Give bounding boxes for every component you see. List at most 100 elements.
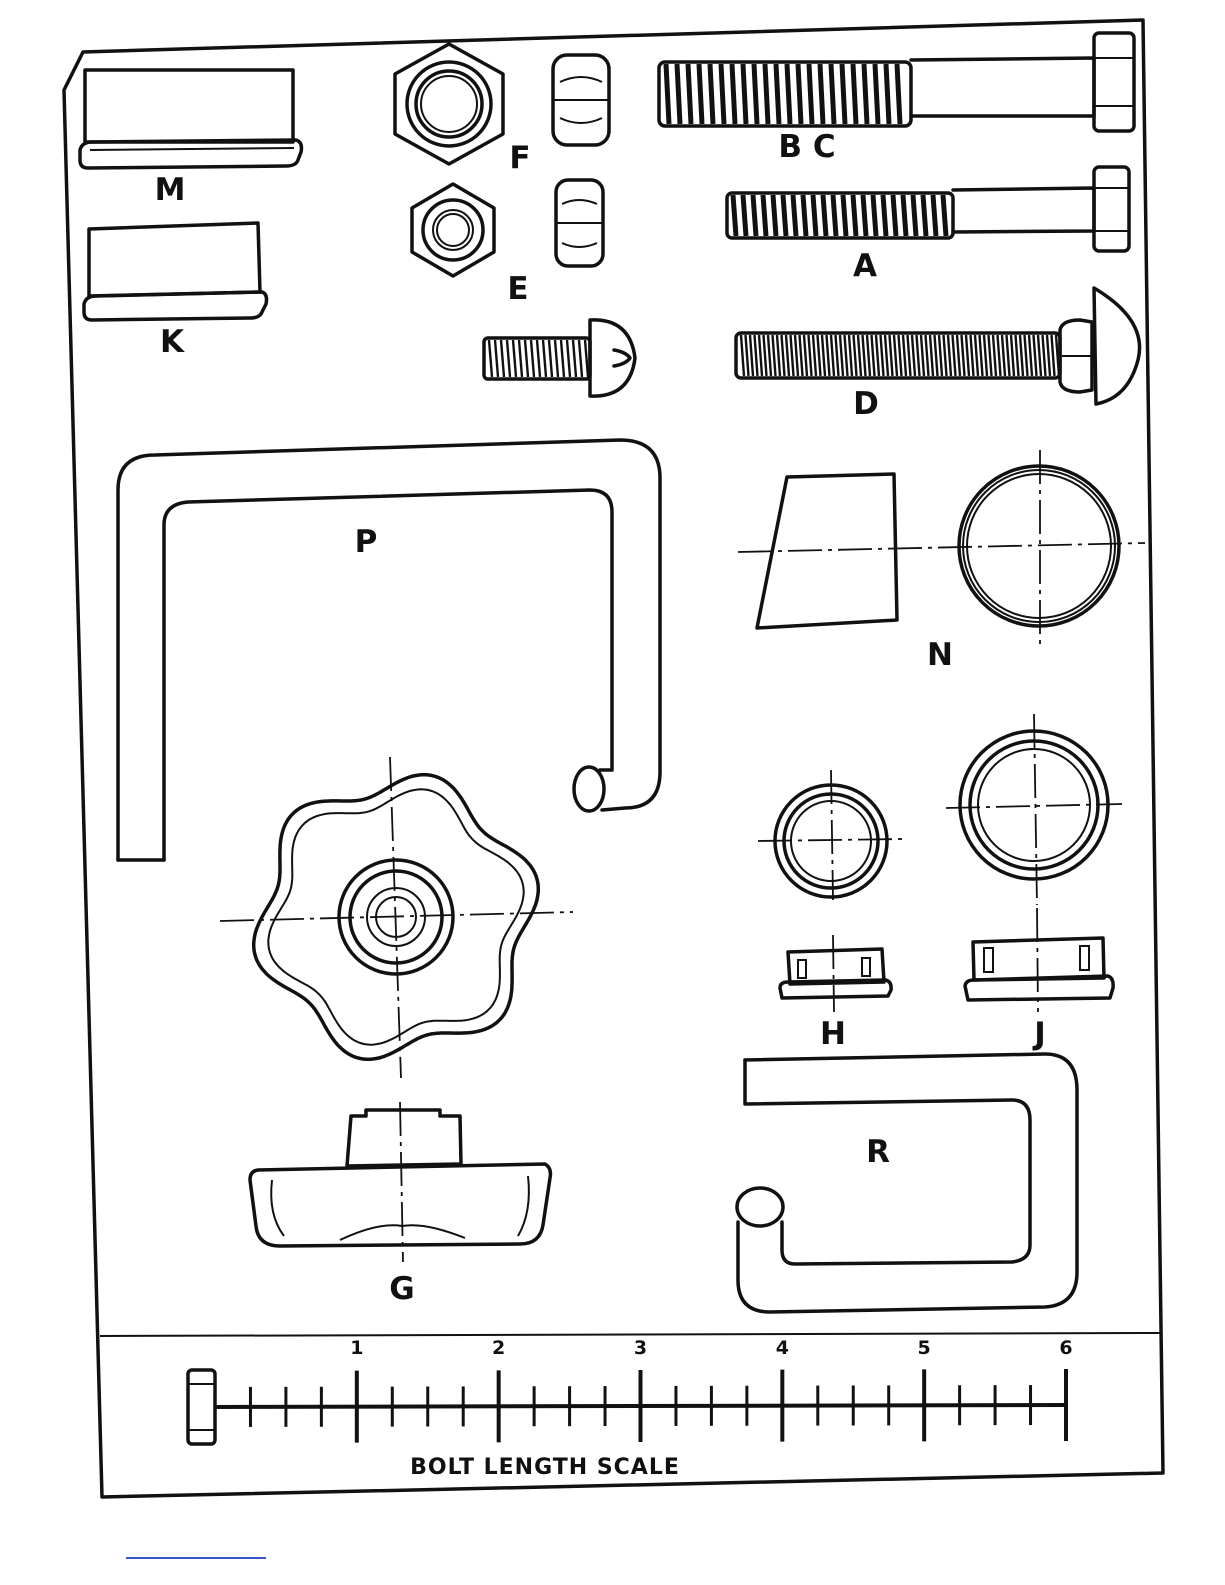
d-thread	[935, 335, 938, 376]
d-thread	[822, 335, 825, 376]
d-thread	[863, 335, 866, 376]
d-thread	[858, 335, 861, 376]
bc-thread	[787, 64, 790, 124]
a-thread	[823, 195, 826, 236]
d-thread	[903, 335, 906, 376]
a-thread	[763, 195, 766, 236]
d-thread	[777, 335, 780, 376]
screw-thread	[585, 340, 588, 377]
bolt-length-scale: 123456	[188, 1337, 1073, 1444]
d-thread	[894, 335, 897, 376]
scale-number: 5	[918, 1337, 931, 1359]
label-m: M	[155, 172, 186, 208]
bc-thread	[765, 64, 768, 124]
bc-thread	[677, 64, 680, 124]
d-thread	[885, 335, 888, 376]
scale-number: 3	[634, 1337, 647, 1359]
screw-thread	[567, 340, 570, 377]
d-thread	[975, 335, 978, 376]
label-a: A	[853, 248, 877, 284]
screw-thread	[555, 340, 558, 377]
d-thread	[1007, 335, 1010, 376]
label-n: N	[927, 637, 953, 673]
a-thread	[783, 195, 786, 236]
screw-thread	[513, 340, 516, 377]
d-thread	[989, 335, 992, 376]
bc-thread	[743, 64, 746, 124]
d-thread	[912, 335, 915, 376]
centerline-g-horizontal	[220, 912, 573, 921]
screw-thread	[537, 340, 540, 377]
d-thread	[854, 335, 857, 376]
screw-thread	[519, 340, 522, 377]
d-thread	[764, 335, 767, 376]
bc-thread	[699, 64, 702, 124]
label-p: P	[355, 524, 378, 560]
d-thread	[750, 335, 753, 376]
d-thread	[926, 335, 929, 376]
d-thread	[1029, 335, 1032, 376]
d-thread	[908, 335, 911, 376]
screw-thread	[531, 340, 534, 377]
d-thread	[962, 335, 965, 376]
d-thread	[966, 335, 969, 376]
scale-number: 6	[1059, 1337, 1072, 1359]
screw-thread	[507, 340, 510, 377]
d-thread	[953, 335, 956, 376]
d-thread	[899, 335, 902, 376]
a-thread	[893, 195, 896, 236]
d-thread	[1034, 335, 1037, 376]
label-h: H	[820, 1016, 846, 1052]
d-thread	[791, 335, 794, 376]
bc-thread	[820, 64, 823, 124]
part-e-hex-nut-side	[556, 180, 603, 266]
d-thread	[813, 335, 816, 376]
bc-thread	[754, 64, 757, 124]
d-thread	[957, 335, 960, 376]
part-f-hex-nut-top	[395, 44, 503, 164]
bc-thread	[886, 64, 889, 124]
part-a-hex-bolt	[727, 167, 1129, 251]
d-thread	[1038, 335, 1041, 376]
d-thread	[1025, 335, 1028, 376]
d-thread	[831, 335, 834, 376]
scale-number: 4	[776, 1337, 789, 1359]
scale-number: 2	[492, 1337, 505, 1359]
a-thread	[843, 195, 846, 236]
part-j-cap-top	[960, 731, 1108, 879]
d-thread	[768, 335, 771, 376]
part-j-cap-side	[965, 908, 1113, 1012]
d-thread	[809, 335, 812, 376]
d-thread	[1011, 335, 1014, 376]
a-thread	[903, 195, 906, 236]
a-thread	[733, 195, 736, 236]
bc-thread	[864, 64, 867, 124]
screw-thread	[489, 340, 492, 377]
a-thread	[773, 195, 776, 236]
d-thread	[881, 335, 884, 376]
part-p-handle	[118, 440, 660, 860]
d-thread	[786, 335, 789, 376]
d-thread	[741, 335, 744, 376]
label-bc: B C	[778, 129, 835, 165]
label-f: F	[509, 140, 530, 176]
bc-thread	[842, 64, 845, 124]
d-thread	[930, 335, 933, 376]
d-thread	[1047, 335, 1050, 376]
screw-thread	[549, 340, 552, 377]
d-thread	[971, 335, 974, 376]
bc-thread	[710, 64, 713, 124]
part-round-head-screw	[484, 320, 635, 396]
a-thread	[833, 195, 836, 236]
d-thread	[1002, 335, 1005, 376]
screw-thread	[543, 340, 546, 377]
part-d-carriage-bolt	[736, 288, 1140, 404]
d-thread	[998, 335, 1001, 376]
a-thread	[923, 195, 926, 236]
a-thread	[813, 195, 816, 236]
bc-thread	[809, 64, 812, 124]
d-thread	[795, 335, 798, 376]
scale-title: BOLT LENGTH SCALE	[410, 1455, 680, 1480]
bc-thread	[875, 64, 878, 124]
a-thread	[883, 195, 886, 236]
